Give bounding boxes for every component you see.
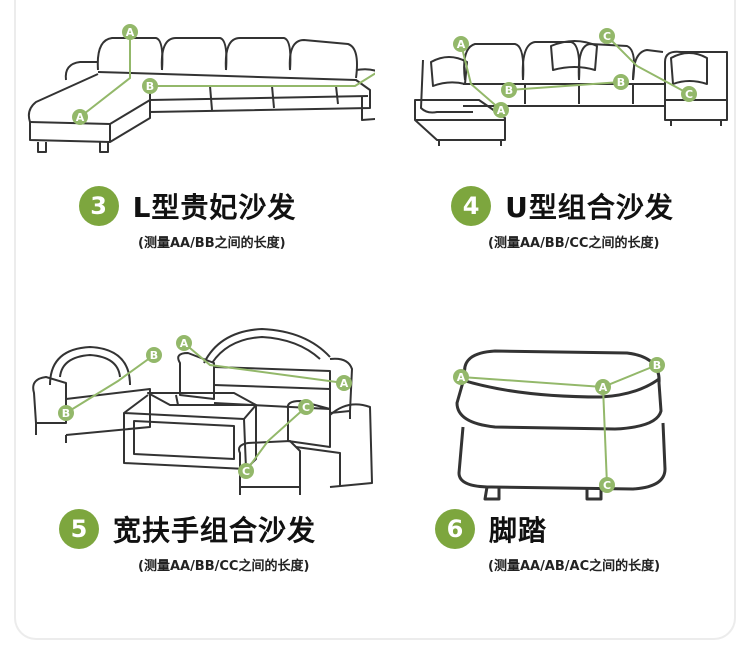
marker-b: B — [150, 349, 158, 362]
marker-a: A — [599, 381, 608, 394]
u-sofa-illustration: A A B B C C — [414, 28, 728, 146]
marker-c: C — [603, 30, 611, 43]
section-subtitle: (测量AA/BB之间的长度) — [138, 236, 286, 251]
section-subtitle: (测量AA/BB/CC之间的长度) — [138, 559, 310, 574]
marker-b: B — [146, 80, 154, 93]
panel-frame — [14, 0, 736, 640]
marker-c: C — [685, 88, 693, 101]
cell-wide-arm-sofa: B B A A C C 5 宽扶手组合沙发 (测量AA/BB/CC之间的长度) — [0, 323, 375, 646]
section-title: U型组合沙发 — [505, 191, 674, 224]
section-subtitle: (测量AA/AB/AC之间的长度) — [488, 559, 661, 574]
section-title: 宽扶手组合沙发 — [112, 514, 316, 547]
section-title-row: 4 U型组合沙发 — [375, 184, 750, 228]
section-number-badge: 4 — [451, 186, 492, 226]
section-title: L型贵妃沙发 — [132, 191, 297, 224]
marker-b: B — [617, 76, 625, 89]
section-number-badge: 6 — [435, 509, 475, 549]
marker-a: A — [457, 371, 466, 384]
cell-footstool: A A B C 6 脚踏 (测量AA/AB/AC之间的长度) — [375, 323, 750, 646]
section-title-row: 6 脚踏 — [375, 507, 750, 551]
cell-l-sofa: A A B B 3 L型贵妃沙发 (测量AA/BB之间的长度) — [0, 0, 375, 323]
section-title-row: 5 宽扶手组合沙发 — [0, 507, 375, 551]
marker-c: C — [242, 465, 250, 478]
section-number-badge: 3 — [78, 186, 119, 226]
cell-u-sofa: A A B B C C 4 U型组合沙发 (测量AA/BB/CC之间的长度) — [375, 0, 750, 323]
marker-c: C — [302, 401, 310, 414]
section-title-row: 3 L型贵妃沙发 — [0, 184, 375, 228]
marker-a: A — [76, 111, 85, 124]
marker-b: B — [653, 359, 661, 372]
marker-a: A — [457, 38, 466, 51]
section-subtitle: (测量AA/BB/CC之间的长度) — [488, 236, 660, 251]
marker-a: A — [126, 26, 135, 39]
marker-b: B — [62, 407, 70, 420]
marker-a: A — [340, 377, 349, 390]
l-sofa-illustration: A A B B — [27, 24, 375, 153]
section-number-badge: 5 — [58, 509, 99, 549]
marker-a: A — [497, 104, 506, 117]
section-title: 脚踏 — [489, 514, 548, 547]
wide-arm-sofa-illustration: B B A A C C — [32, 328, 373, 495]
footstool-illustration: A A B C — [453, 349, 667, 501]
marker-c: C — [603, 479, 611, 492]
marker-b: B — [505, 84, 513, 97]
marker-a: A — [180, 337, 189, 350]
